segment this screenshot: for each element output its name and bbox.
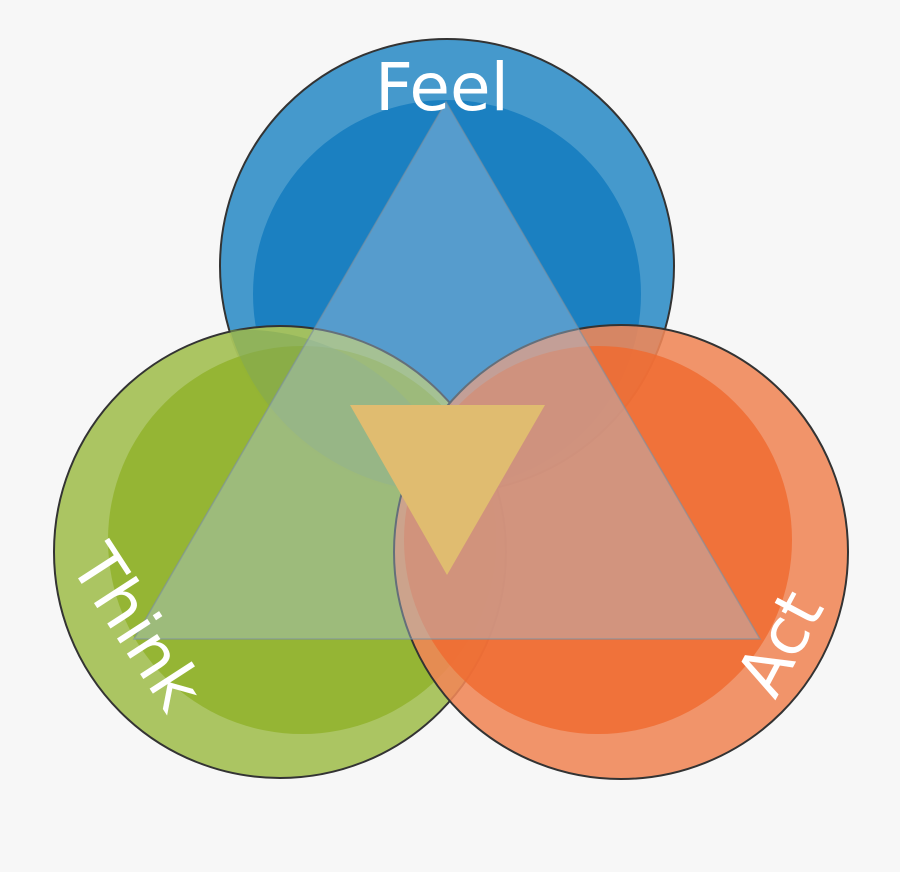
- large-triangle: [132, 100, 762, 640]
- feel-label: Feel: [375, 49, 509, 126]
- center-inverted-triangle: [350, 405, 545, 575]
